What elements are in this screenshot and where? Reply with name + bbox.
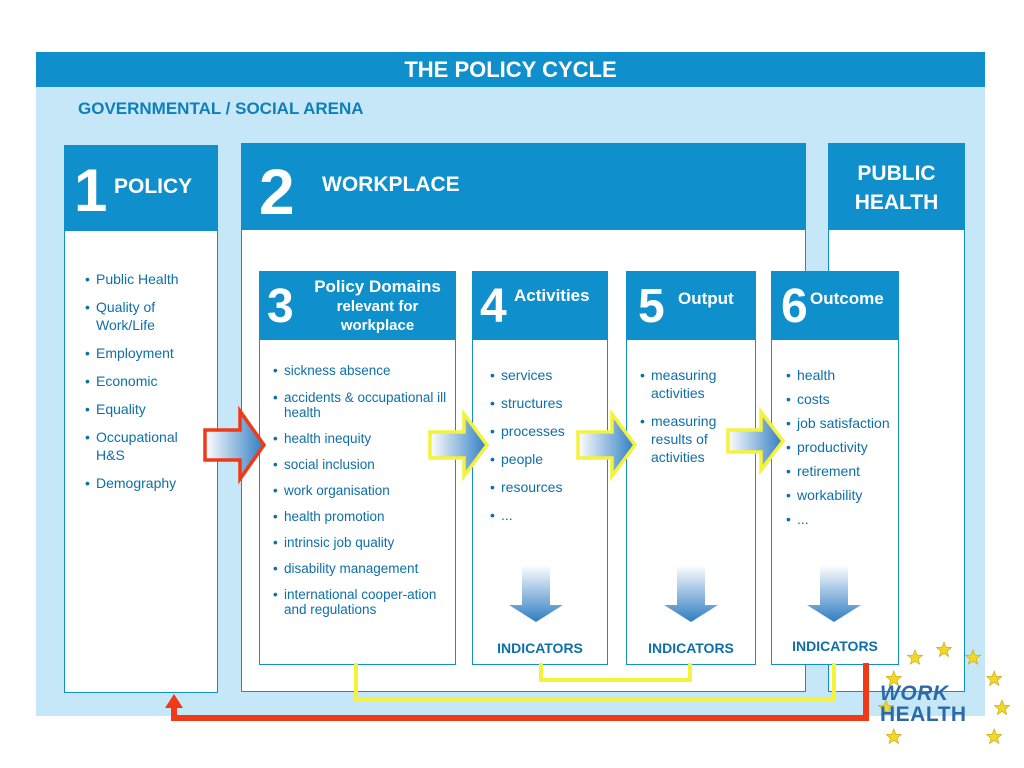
list-item: disability management xyxy=(273,561,455,576)
policy-number: 1 xyxy=(74,157,108,224)
outcome-heading: Outcome xyxy=(810,289,884,308)
list-item: health inequity xyxy=(273,431,455,446)
policy-header: 1 POLICY xyxy=(64,145,218,231)
workplace-number: 2 xyxy=(259,156,295,228)
list-item: ... xyxy=(786,512,898,528)
output-list: measuring activities measuring results o… xyxy=(640,366,740,476)
list-item: structures xyxy=(490,396,605,412)
indicator-arrow-activities xyxy=(509,565,563,622)
eu-star-icon xyxy=(964,648,982,665)
policy-column xyxy=(64,145,218,693)
feedback-line-output xyxy=(539,663,692,682)
eu-star-icon xyxy=(935,641,953,658)
list-item: retirement xyxy=(786,464,898,480)
policy-domains-list: sickness absence accidents & occupationa… xyxy=(273,363,455,628)
list-item: job satisfaction xyxy=(786,416,892,432)
list-item: Economic xyxy=(85,372,213,390)
flow-arrow-domains-to-activities xyxy=(428,408,490,482)
list-item: Equality xyxy=(85,400,213,418)
public-health-header: PUBLIC HEALTH xyxy=(828,143,965,230)
list-item: work organisation xyxy=(273,483,455,498)
output-header: 5 Output xyxy=(626,271,756,340)
activities-list: services structures processes people res… xyxy=(490,368,605,536)
list-item: Demography xyxy=(85,474,213,492)
list-item: Employment xyxy=(85,344,213,362)
list-item: accidents & occupational ill health xyxy=(273,390,454,420)
activities-indicators: INDICATORS xyxy=(497,640,583,656)
list-item: resources xyxy=(490,480,605,496)
list-item: productivity xyxy=(786,440,898,456)
policy-list: Public Health Quality of Work/Life Emplo… xyxy=(85,270,213,502)
activities-number: 4 xyxy=(480,280,507,333)
workplace-heading: WORKPLACE xyxy=(322,173,460,196)
logo-health-text: HEALTH xyxy=(880,703,967,726)
eu-star-icon xyxy=(906,648,924,665)
list-item: costs xyxy=(786,392,898,408)
policy-domains-number: 3 xyxy=(267,280,294,333)
eu-star-icon xyxy=(985,670,1003,687)
list-item: Public Health xyxy=(85,270,213,288)
arena-title: GOVERNMENTAL / SOCIAL ARENA xyxy=(78,99,364,118)
list-item: social inclusion xyxy=(273,457,455,472)
list-item: health promotion xyxy=(273,509,455,524)
feedback-arrowhead-policy xyxy=(165,694,183,708)
logo-work-text: WORK xyxy=(880,682,949,705)
eu-stars-icon xyxy=(877,641,1011,745)
list-item: processes xyxy=(490,424,605,440)
list-item: health xyxy=(786,368,898,384)
public-health-heading: PUBLIC HEALTH xyxy=(854,162,939,214)
outcome-number: 6 xyxy=(781,280,808,333)
list-item: sickness absence xyxy=(273,363,455,378)
output-number: 5 xyxy=(638,280,665,333)
list-item: measuring results of activities xyxy=(640,412,733,466)
policy-domains-heading: Policy Domains relevant for workplace xyxy=(314,277,441,334)
list-item: Quality of Work/Life xyxy=(85,298,176,334)
output-indicators: INDICATORS xyxy=(648,640,734,656)
flow-arrow-output-to-outcome xyxy=(726,406,786,476)
indicator-arrow-output xyxy=(664,565,718,622)
eu-star-icon xyxy=(885,670,903,687)
eu-star-icon xyxy=(877,699,895,716)
output-heading: Output xyxy=(678,289,734,308)
list-item: international cooper-ation and regulatio… xyxy=(273,587,444,617)
list-item: intrinsic job quality xyxy=(273,535,455,550)
feedback-line-workplace xyxy=(354,663,836,701)
policy-domains-header: 3 Policy Domains relevant for workplace xyxy=(259,271,456,340)
page-title: THE POLICY CYCLE xyxy=(36,52,985,87)
eu-star-icon xyxy=(985,728,1003,745)
outcome-header: 6 Outcome xyxy=(771,271,899,340)
eu-star-icon xyxy=(885,728,903,745)
workplace-header: 2 WORKPLACE xyxy=(241,143,806,230)
list-item: people xyxy=(490,452,605,468)
work-health-logo: WORK HEALTH xyxy=(880,683,970,725)
list-item: Occupational H&S xyxy=(85,428,196,464)
list-item: services xyxy=(490,368,605,384)
outcome-indicators: INDICATORS xyxy=(792,638,878,654)
activities-header: 4 Activities xyxy=(472,271,608,340)
eu-star-icon xyxy=(993,699,1011,716)
list-item: measuring activities xyxy=(640,366,733,402)
activities-heading: Activities xyxy=(514,286,590,305)
flow-arrow-policy-to-domains xyxy=(203,405,267,485)
outcome-list: health costs job satisfaction productivi… xyxy=(786,368,898,536)
list-item: ... xyxy=(490,508,605,524)
policy-heading: POLICY xyxy=(114,175,193,198)
list-item: workability xyxy=(786,488,898,504)
flow-arrow-activities-to-output xyxy=(576,408,638,482)
feedback-line-public-health xyxy=(171,663,869,721)
indicator-arrow-outcome xyxy=(807,565,861,622)
